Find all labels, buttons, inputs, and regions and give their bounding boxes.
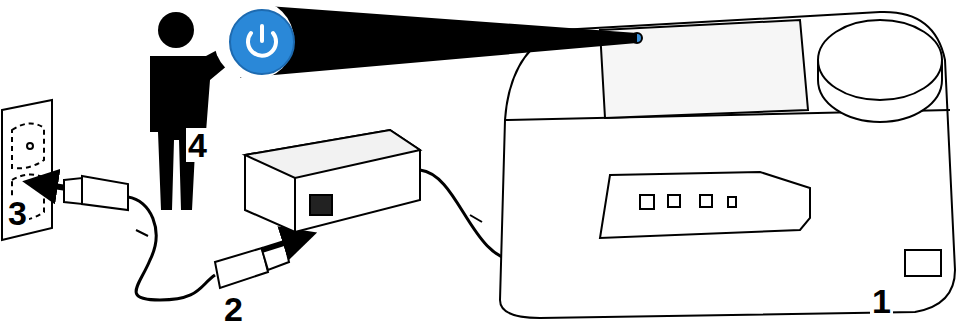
callout-number: 4 xyxy=(186,128,209,162)
callout-number: 1 xyxy=(870,284,893,318)
callout-number: 3 xyxy=(6,196,29,230)
zoom-callout xyxy=(240,4,637,78)
power-button xyxy=(214,0,294,80)
callout-number: 2 xyxy=(222,292,245,326)
instrument xyxy=(500,12,955,318)
wall-outlet xyxy=(2,100,52,240)
insert-arrow xyxy=(262,238,300,250)
